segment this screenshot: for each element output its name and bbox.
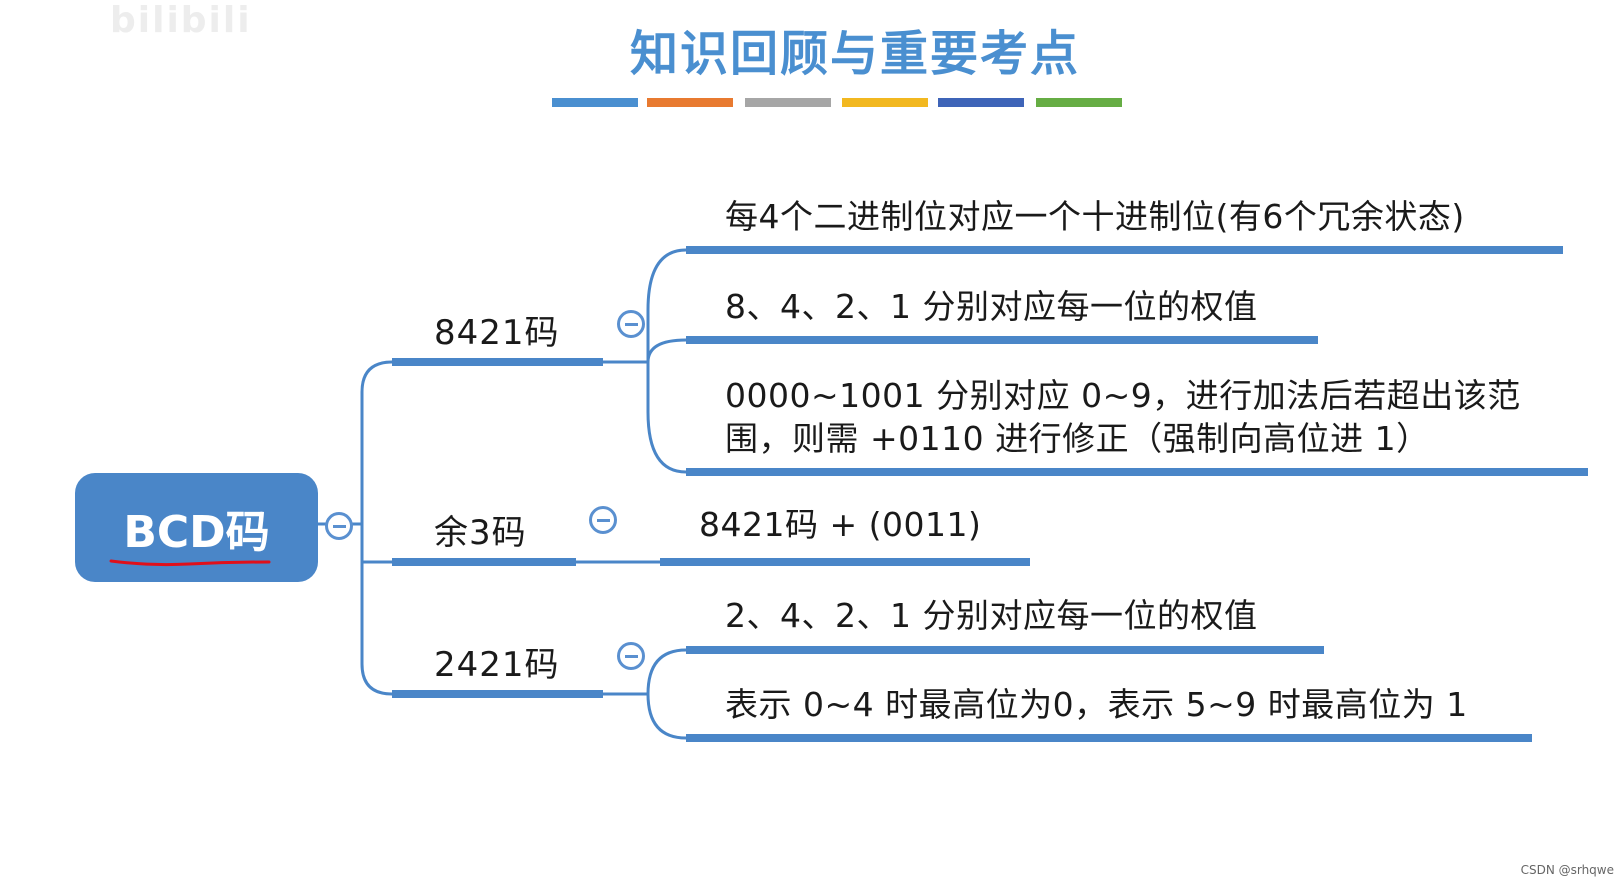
title-bar-gray [745,98,831,107]
title-bar-orange [647,98,733,107]
leaf-underline-2421-1 [686,646,1324,654]
page-title: 知识回顾与重要考点 [629,26,1080,82]
title-bar-green [1036,98,1122,107]
leaf-underline-excess3-1 [660,558,1030,566]
leaf-8421-3: 0000~1001 分别对应 0~9，进行加法后若超出该范 围，则需 +0110… [725,374,1521,460]
branch-underline-excess3 [392,558,576,566]
leaf-2421-1: 2、4、2、1 分别对应每一位的权值 [725,596,1258,635]
collapse-icon-excess3[interactable] [589,506,617,534]
branch-label-excess3: 余3码 [434,513,527,553]
collapse-icon-2421[interactable] [617,642,645,670]
title-bar-blue [552,98,638,107]
leaf-8421-1: 每4个二进制位对应一个十进制位(有6个冗余状态) [725,197,1465,236]
branch-underline-2421 [392,690,603,698]
branch-label-8421: 8421码 [434,313,560,353]
leaf-8421-2: 8、4、2、1 分别对应每一位的权值 [725,287,1258,326]
root-label: BCD码 [123,506,270,558]
branch-underline-8421 [392,358,603,366]
watermark: bilibili [110,0,252,41]
leaf-underline-8421-1 [686,246,1563,254]
leaf-8421-3-line1: 0000~1001 分别对应 0~9，进行加法后若超出该范 [725,376,1521,415]
collapse-icon-8421[interactable] [617,310,645,338]
leaf-8421-3-line2: 围，则需 +0110 进行修正（强制向高位进 1） [725,419,1430,458]
branch-label-2421: 2421码 [434,645,560,685]
leaf-underline-8421-3 [686,468,1588,476]
leaf-excess3-1: 8421码 + (0011) [699,505,982,544]
credit-text: CSDN @srhqwe [1520,863,1614,877]
red-underline-mark [109,559,271,567]
title-bar-yellow [842,98,928,107]
leaf-2421-2: 表示 0~4 时最高位为0，表示 5~9 时最高位为 1 [725,685,1468,724]
leaf-underline-2421-2 [686,734,1532,742]
leaf-underline-8421-2 [686,336,1318,344]
root-collapse-icon[interactable] [325,512,353,540]
title-bar-navy [938,98,1024,107]
